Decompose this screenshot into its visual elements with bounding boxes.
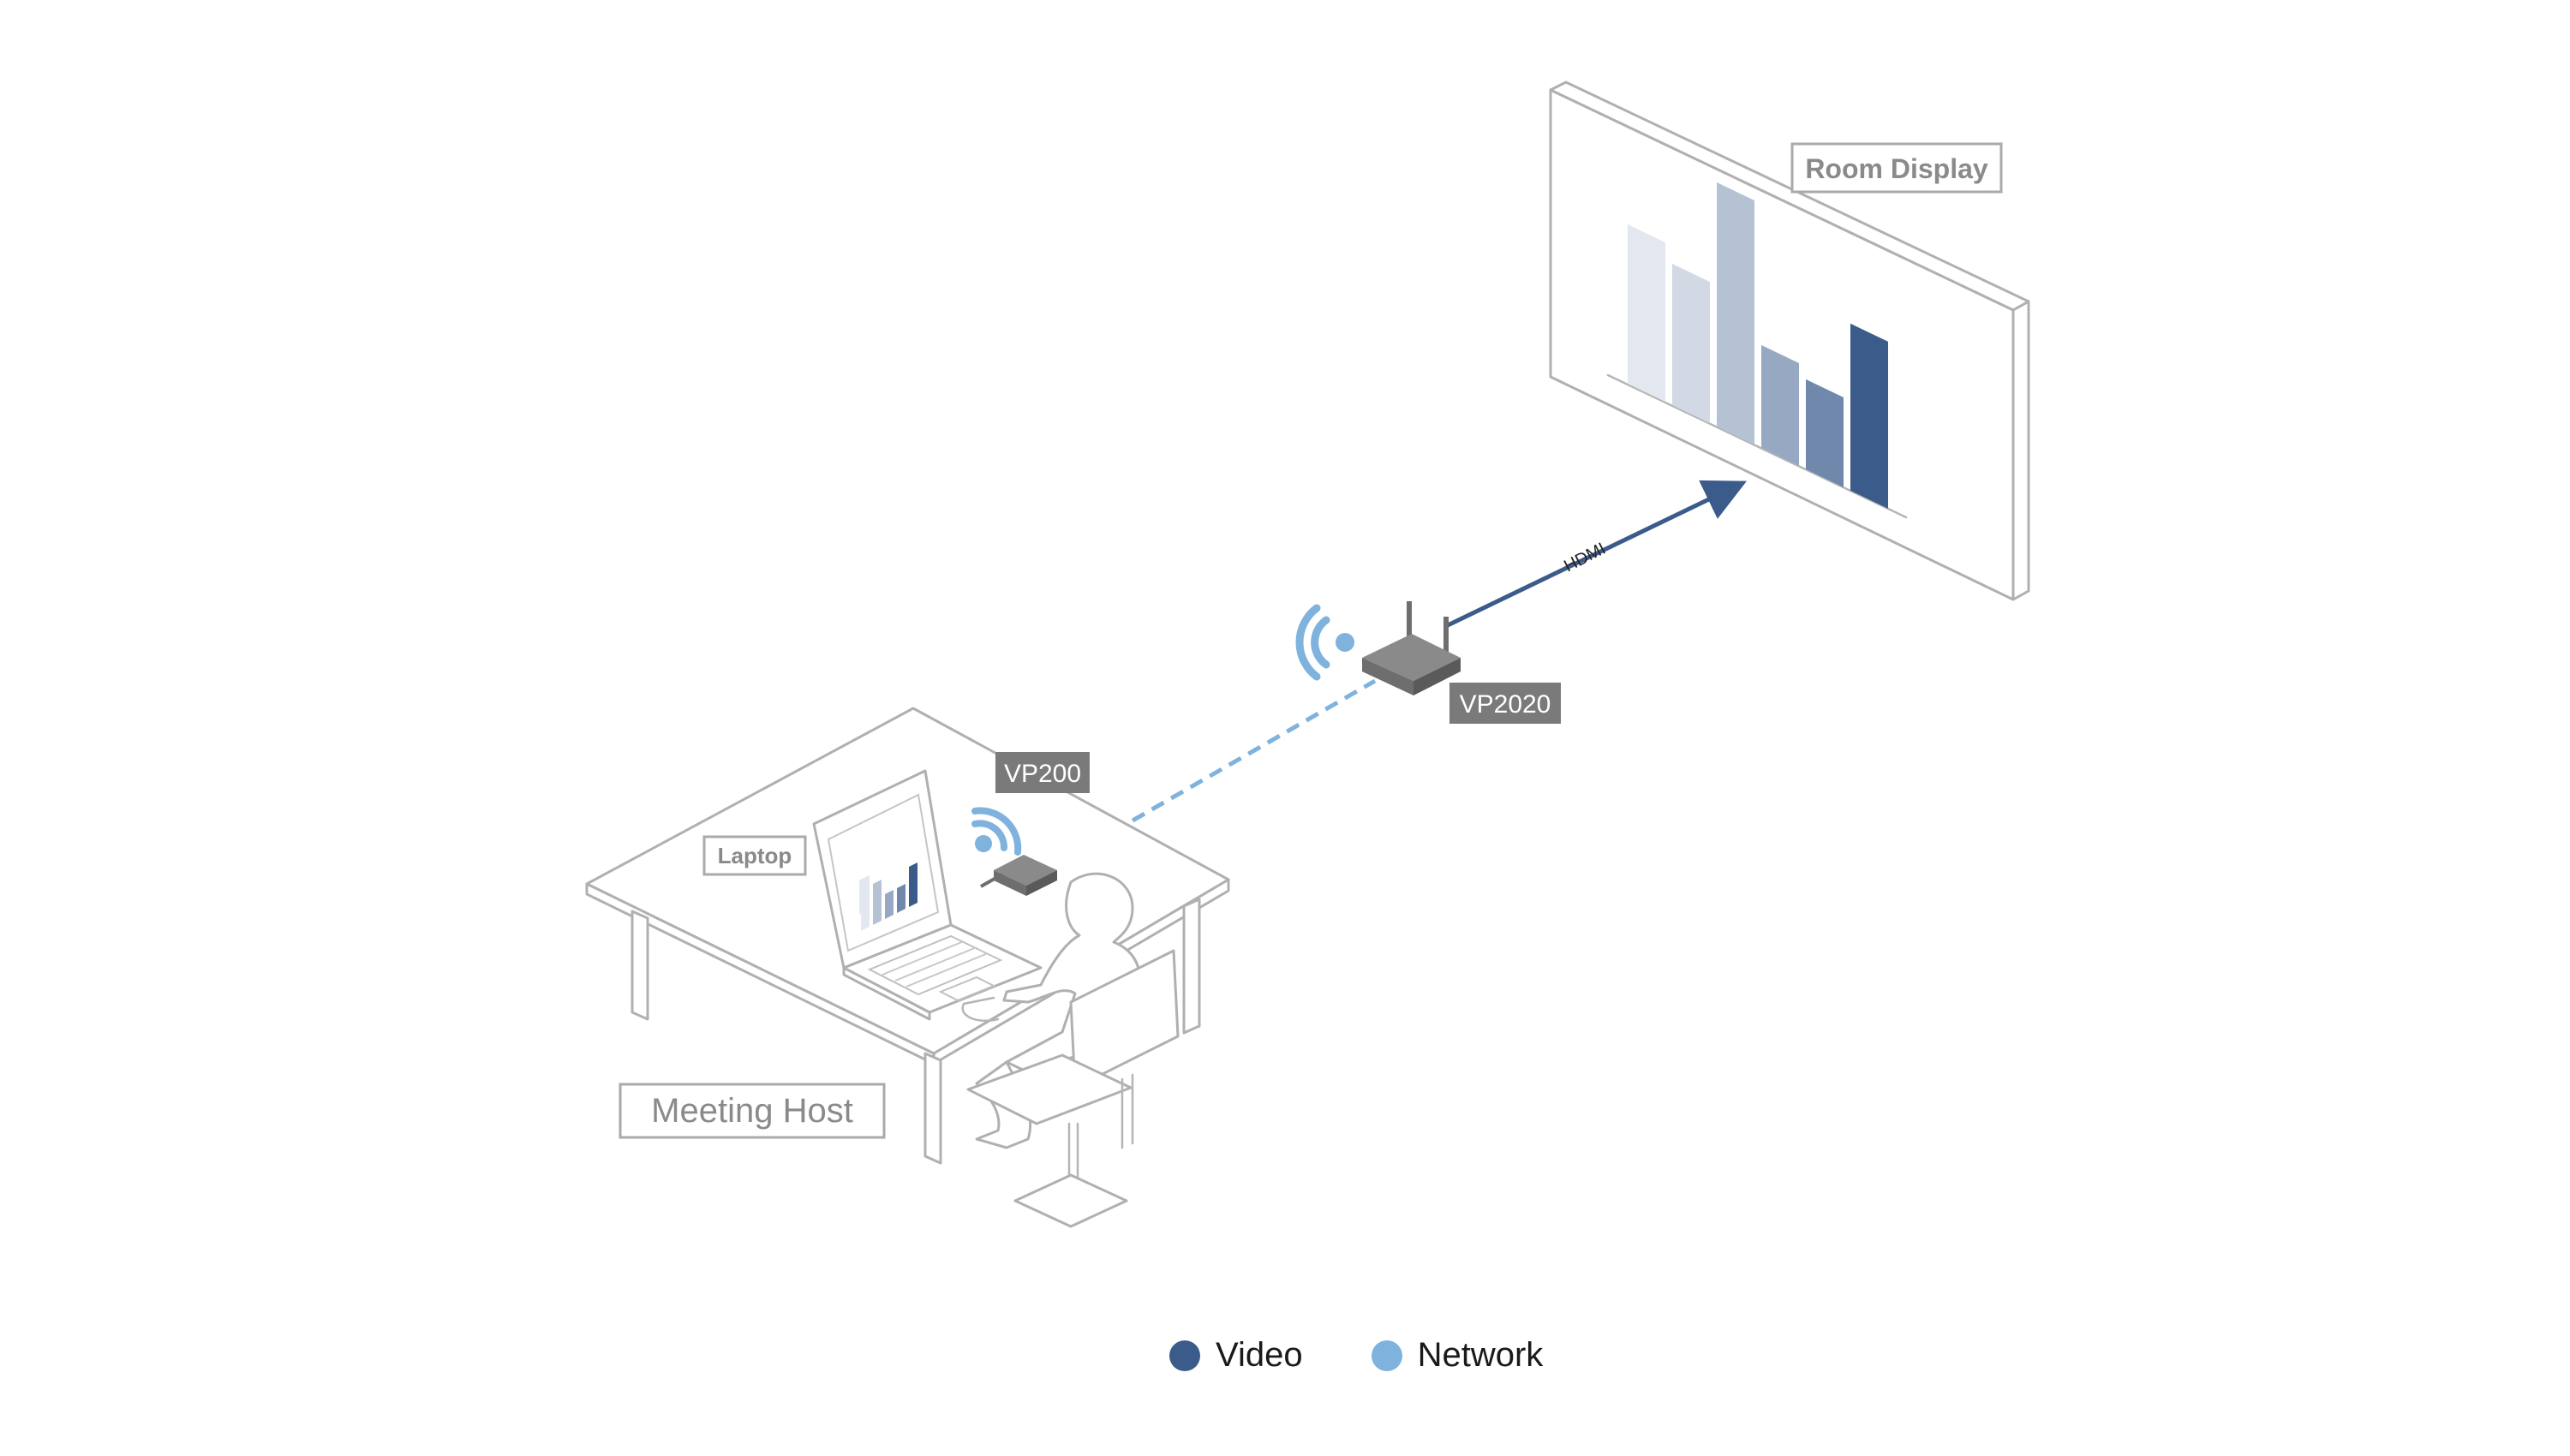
legend-label-network: Network xyxy=(1417,1336,1544,1374)
vp2020-tag-text: VP2020 xyxy=(1460,690,1551,719)
display-bar-4 xyxy=(1761,344,1799,466)
vp2020-tag: VP2020 xyxy=(1449,683,1561,724)
display-bar-3 xyxy=(1717,182,1754,445)
room-display xyxy=(1549,81,2030,601)
hdmi-video-link xyxy=(1446,480,1748,628)
laptop-keyboard xyxy=(867,934,1003,1002)
hdmi-label: HDMI xyxy=(1561,540,1609,576)
legend-label-video: Video xyxy=(1216,1336,1303,1374)
legend-dot-video xyxy=(1169,1340,1200,1371)
room-display-label: Room Display xyxy=(1790,142,2003,194)
meeting-host-label-text: Meeting Host xyxy=(651,1092,853,1130)
vp2020-receiver xyxy=(1362,601,1461,695)
vp200-wifi-icon xyxy=(971,807,1022,856)
vp2020-wifi-icon xyxy=(1295,604,1354,681)
legend-dot-network xyxy=(1371,1340,1402,1371)
room-display-label-text: Room Display xyxy=(1805,153,1988,184)
display-bar-5 xyxy=(1806,379,1844,487)
legend: Video Network xyxy=(1169,1336,1543,1375)
vp200-tag: VP200 xyxy=(995,752,1090,793)
laptop-label: Laptop xyxy=(702,835,807,876)
network-wireless-link xyxy=(1054,678,1377,868)
display-bar-1 xyxy=(1628,224,1665,403)
chair xyxy=(966,949,1180,1228)
laptop-label-text: Laptop xyxy=(718,843,792,868)
display-bar-6 xyxy=(1850,323,1888,509)
meeting-host-label: Meeting Host xyxy=(619,1083,886,1139)
display-bar-chart xyxy=(1628,182,1888,509)
vp200-transmitter xyxy=(980,855,1057,896)
laptop xyxy=(812,769,1043,1021)
display-bar-2 xyxy=(1672,263,1710,424)
legend-item-video: Video xyxy=(1169,1336,1303,1375)
legend-item-network: Network xyxy=(1371,1336,1544,1375)
vp200-tag-text: VP200 xyxy=(1004,760,1081,788)
